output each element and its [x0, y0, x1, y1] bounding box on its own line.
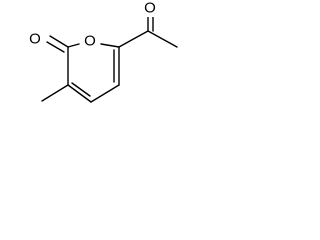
- lactone-oxygen-label-bg: [28, 30, 42, 48]
- bond-c2-ring-oxygen: [67, 43, 80, 48]
- bond-c3-methyl: [41, 84, 69, 102]
- bond-c2-carbonyl-b: [46, 41, 65, 53]
- bond-acetyl-methyl: [147, 30, 178, 48]
- bond-c4-c3-single: [67, 84, 92, 103]
- chemical-structure: O O O: [28, 0, 178, 103]
- bond-c6-acetyl-carbon: [118, 30, 149, 48]
- acetyl-carbonyl-oxygen-label: O: [144, 0, 156, 17]
- atom-labels: O O O: [28, 0, 157, 50]
- bond-ring-oxygen-c6: [100, 43, 120, 48]
- ring-oxygen-label-bg: [83, 32, 97, 50]
- bond-c2-carbonyl-a: [49, 35, 69, 48]
- bond-c5-c4: [90, 84, 120, 103]
- lactone-carbonyl-oxygen-label: O: [29, 31, 41, 48]
- bonds: [41, 14, 178, 103]
- bond-c4-c3-double: [71, 82, 91, 97]
- ring-oxygen-label: O: [84, 33, 96, 50]
- acetyl-oxygen-label-bg: [143, 0, 157, 17]
